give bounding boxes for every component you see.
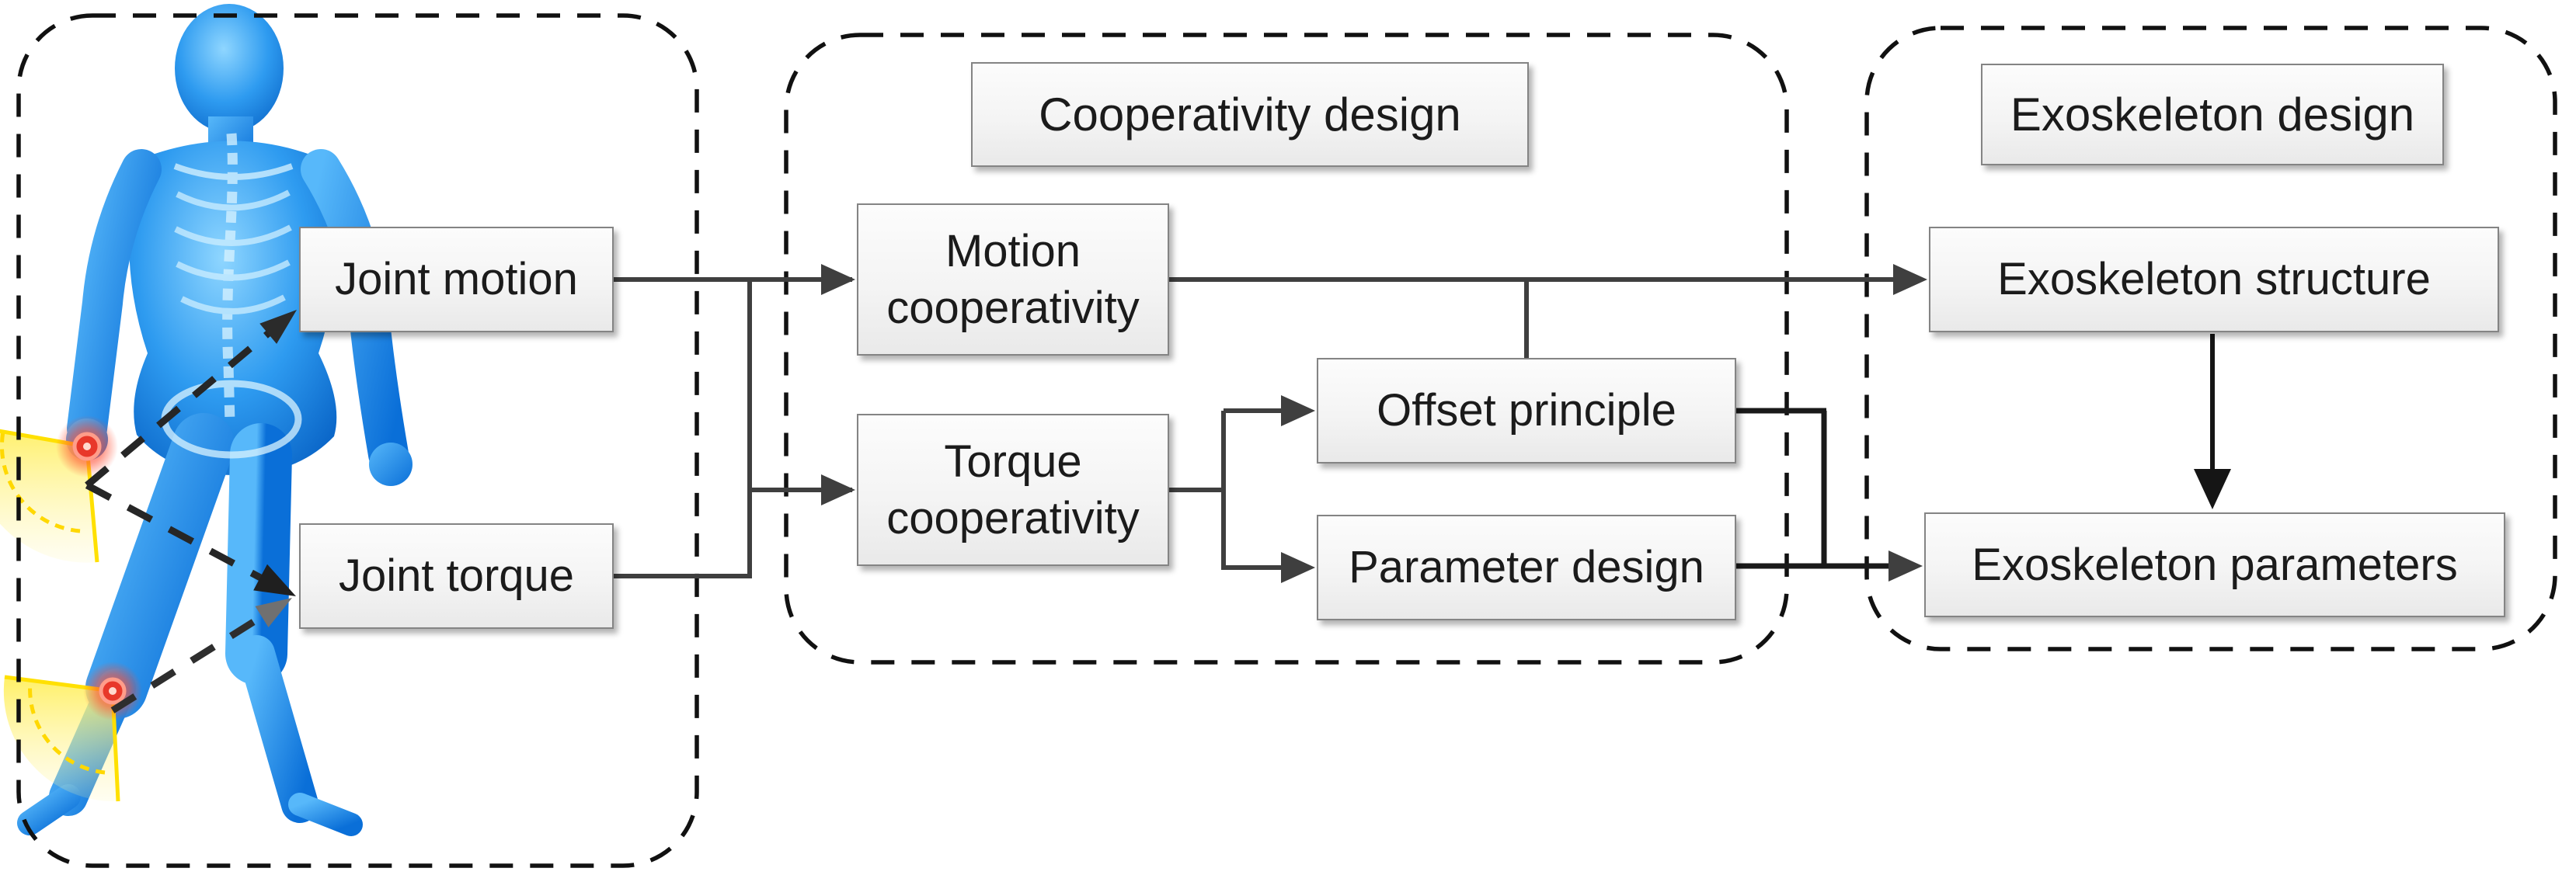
- node-offset-principle: Offset principle: [1317, 358, 1736, 464]
- bus-lines: [614, 277, 1899, 578]
- joint-annotation-arrows: [85, 310, 297, 714]
- hip-joint-marker: [0, 415, 118, 563]
- arrowhead-structure-to-parameters: [2194, 469, 2231, 509]
- group-title-exoskeleton: Exoskeleton design: [1981, 64, 2444, 165]
- arrowhead-hip-to-torque: [253, 564, 296, 596]
- group-border-cooperativity: [784, 33, 1789, 665]
- arrowhead-hip-to-motion: [259, 310, 297, 344]
- node-torque-cooperativity: Torque cooperativity: [857, 414, 1169, 566]
- knee-joint-marker: [3, 662, 142, 802]
- node-motion-cooperativity: Motion cooperativity: [857, 203, 1169, 356]
- node-exoskeleton-structure: Exoskeleton structure: [1929, 227, 2499, 332]
- human-anatomy-figure: [0, 4, 413, 836]
- node-parameter-design: Parameter design: [1317, 515, 1736, 620]
- bus-arrowheads: [821, 264, 1927, 583]
- node-joint-torque: Joint torque: [299, 523, 614, 629]
- group-border-human: [16, 13, 699, 868]
- merge-lines: [1736, 408, 1895, 569]
- group-border-exoskeleton: [1864, 26, 2557, 651]
- group-title-cooperativity: Cooperativity design: [971, 62, 1529, 167]
- arrowhead-knee-to-torque: [255, 598, 292, 627]
- figure-skeleton-hints: [161, 133, 302, 459]
- node-exoskeleton-parameters: Exoskeleton parameters: [1924, 512, 2505, 617]
- node-joint-motion: Joint motion: [299, 227, 614, 332]
